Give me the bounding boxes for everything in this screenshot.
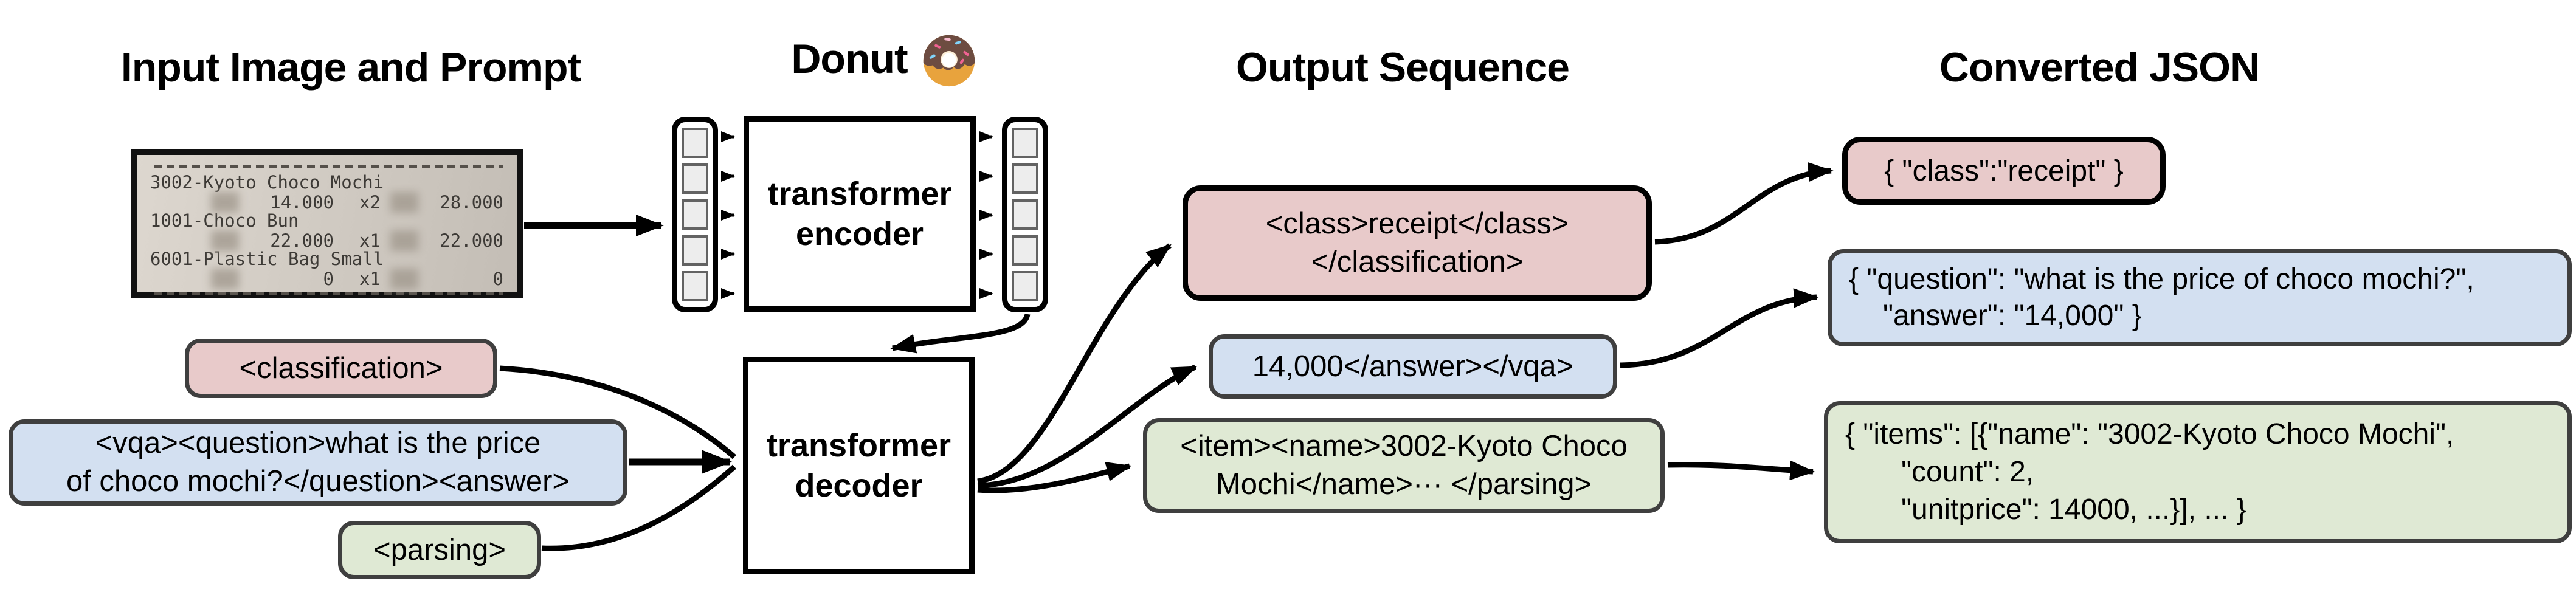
input-receipt-image: 3002-Kyoto Choco Mochi 14.000 x2 28.000 …: [131, 149, 523, 298]
json-vqa-box: { "question": "what is the price of choc…: [1828, 249, 2572, 346]
output-classification-line2: </classification>: [1311, 246, 1524, 278]
output-parsing-line2: Mochi</name>··· </parsing>: [1215, 468, 1592, 501]
redaction-blur: [390, 269, 418, 289]
output-classification-line1: <class>receipt</class>: [1265, 207, 1569, 240]
receipt-unit-price: 14.000: [270, 192, 334, 213]
receipt-item-name: 3002-Kyoto Choco Mochi: [150, 172, 384, 193]
redaction-blur: [390, 192, 418, 213]
embedding-token: [1012, 199, 1038, 230]
json-classification-box: { "class":"receipt" }: [1842, 137, 2166, 205]
json-classification-text: { "class":"receipt" }: [1884, 154, 2124, 187]
transformer-decoder-box: transformer decoder: [743, 357, 975, 574]
json-parsing-line1: { "items": [{"name": "3002-Kyoto Choco M…: [1845, 418, 2454, 450]
receipt-divider-bottom: [154, 292, 503, 295]
receipt-unit-price: 22.000: [270, 230, 334, 251]
output-classification-box: <class>receipt</class> </classification>: [1183, 185, 1652, 301]
receipt-unit-price: 0: [323, 269, 334, 289]
json-vqa-line1: { "question": "what is the price of choc…: [1849, 263, 2474, 295]
prompt-classification-box: <classification>: [185, 339, 497, 398]
prompt-vqa-box: <vqa><question>what is the price of choc…: [9, 419, 627, 506]
arrow-classification-prompt-to-decoder: [499, 365, 736, 459]
arrow-decoder-to-classification-output: [977, 243, 1172, 484]
embedding-token: [1012, 271, 1038, 301]
arrow-vqa-output-to-json: [1620, 288, 1819, 368]
receipt-qty: x1: [359, 269, 381, 289]
receipt-item-name: 1001-Choco Bun: [150, 210, 299, 231]
redaction-blur: [390, 230, 418, 251]
receipt-qty: x2: [359, 192, 381, 213]
embedding-token: [1012, 163, 1038, 194]
redaction-blur: [211, 192, 239, 213]
patch-token: [682, 235, 708, 266]
receipt-paper: 3002-Kyoto Choco Mochi 14.000 x2 28.000 …: [137, 155, 517, 295]
header-donut: Donut: [702, 26, 1067, 92]
receipt-item-row: 22.000 x1 22.000: [150, 230, 507, 251]
arrow-encoder-to-decoder: [890, 313, 1031, 354]
redaction-blur: [211, 230, 239, 251]
output-parsing-box: <item><name>3002-Kyoto Choco Mochi</name…: [1143, 418, 1665, 513]
json-parsing-box: { "items": [{"name": "3002-Kyoto Choco M…: [1824, 401, 2572, 543]
donut-icon: [923, 35, 975, 87]
receipt-item-name: 6001-Plastic Bag Small: [150, 249, 384, 269]
receipt-total: 28.000: [440, 192, 503, 213]
arrow-parsing-prompt-to-decoder: [541, 464, 736, 551]
patch-token: [682, 163, 708, 194]
header-output-sequence: Output Sequence: [1236, 44, 1570, 91]
embedding-token: [1012, 235, 1038, 266]
input-patch-stack: [672, 117, 718, 312]
receipt-item-row: 0 x1 0: [150, 269, 507, 289]
decoder-label-line2: decoder: [795, 467, 923, 504]
transformer-encoder-box: transformer encoder: [744, 116, 976, 312]
output-vqa-text: 14,000</answer></vqa>: [1252, 349, 1574, 383]
embedding-token: [1012, 128, 1038, 158]
prompt-vqa-line1: <vqa><question>what is the price: [95, 427, 541, 459]
prompt-parsing-box: <parsing>: [338, 521, 541, 579]
arrow-parsing-output-to-json: [1667, 460, 1815, 481]
encoder-label-line1: transformer: [767, 176, 952, 212]
arrow-decoder-to-parsing-output: [977, 462, 1132, 493]
prompt-classification-text: <classification>: [239, 351, 443, 385]
prompt-parsing-text: <parsing>: [373, 533, 506, 566]
receipt-qty: x1: [359, 230, 381, 251]
arrows-patches-to-encoder: [721, 131, 736, 300]
json-vqa-line2: "answer": "14,000" }: [1883, 300, 2142, 332]
prompt-vqa-line2: of choco mochi?</question><answer>: [66, 465, 570, 498]
decoder-label-line1: transformer: [766, 427, 951, 464]
encoder-label-line2: encoder: [795, 216, 924, 252]
receipt-total: 0: [492, 269, 503, 289]
patch-token: [682, 271, 708, 301]
encoder-output-embedding-stack: [1002, 117, 1048, 312]
json-parsing-line2: "count": 2,: [1901, 456, 2034, 488]
json-parsing-line3: "unitprice": 14000, ...}], ... }: [1901, 493, 2246, 526]
header-input-image-and-prompt: Input Image and Prompt: [120, 44, 581, 91]
output-vqa-box: 14,000</answer></vqa>: [1209, 334, 1617, 399]
receipt-divider-top: [154, 165, 503, 168]
receipt-total: 22.000: [440, 230, 503, 251]
receipt-item-row: 14.000 x2 28.000: [150, 192, 507, 213]
output-parsing-line1: <item><name>3002-Kyoto Choco: [1180, 430, 1628, 462]
header-donut-label: Donut: [791, 36, 908, 82]
arrow-decoder-to-vqa-output: [977, 364, 1198, 489]
arrows-encoder-to-embeddings: [979, 131, 994, 300]
arrow-classification-output-to-json: [1654, 162, 1834, 245]
redaction-blur: [211, 269, 239, 289]
header-converted-json: Converted JSON: [1939, 44, 2260, 91]
patch-token: [682, 199, 708, 230]
patch-token: [682, 128, 708, 158]
